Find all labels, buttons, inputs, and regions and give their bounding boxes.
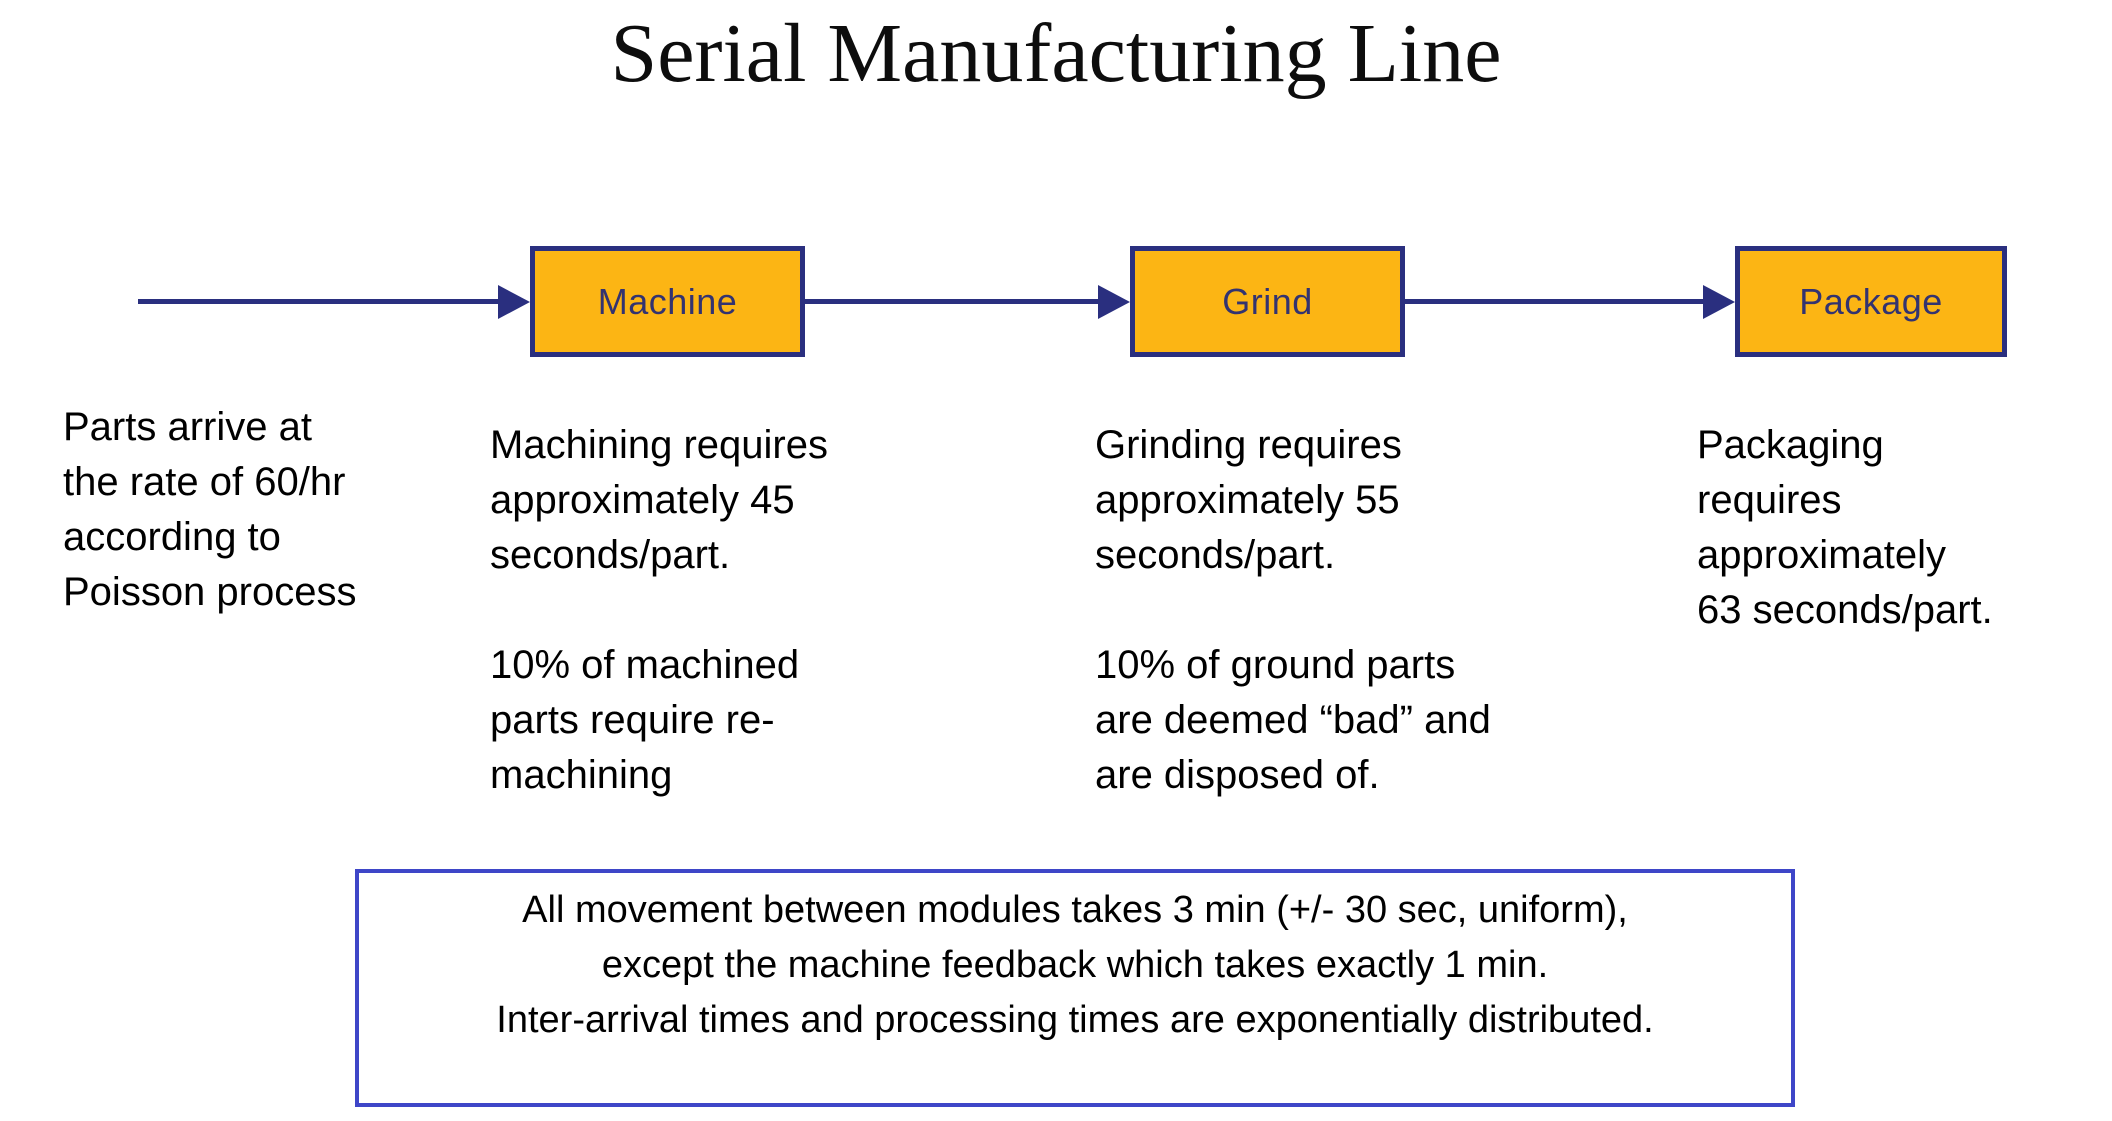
grind-to-package-arrow: [1405, 285, 1735, 319]
process-box-package: Package: [1735, 246, 2007, 357]
grind-processing-note: Grinding requires approximately 55 secon…: [1095, 423, 1402, 577]
movement-rules-text: All movement between modules takes 3 min…: [496, 889, 1654, 1041]
process-box-machine: Machine: [530, 246, 805, 357]
movement-rules-box: All movement between modules takes 3 min…: [355, 869, 1795, 1107]
process-box-grind: Grind: [1130, 246, 1405, 357]
process-box-machine-label: Machine: [597, 280, 738, 322]
machine-to-grind-arrow: [805, 285, 1130, 319]
arrowhead-icon: [498, 285, 530, 319]
process-box-grind-label: Grind: [1222, 280, 1313, 322]
arrowhead-icon: [1098, 285, 1130, 319]
slide-title: Serial Manufacturing Line: [610, 7, 1502, 100]
arrowhead-icon: [1703, 285, 1735, 319]
parts-arrival-note: Parts arrive at the rate of 60/hr accord…: [63, 405, 357, 614]
arrow-line: [805, 299, 1102, 304]
package-processing-note: Packaging requires approximately 63 seco…: [1697, 423, 1993, 632]
machine-rework-note: 10% of machined parts require re- machin…: [490, 643, 800, 797]
arrow-line: [138, 299, 502, 304]
grind-scrap-note: 10% of ground parts are deemed “bad” and…: [1095, 643, 1491, 797]
process-box-package-label: Package: [1799, 280, 1943, 322]
arrow-line: [1405, 299, 1707, 304]
machine-processing-note: Machining requires approximately 45 seco…: [490, 423, 828, 577]
input-flow-arrow: [138, 285, 530, 319]
